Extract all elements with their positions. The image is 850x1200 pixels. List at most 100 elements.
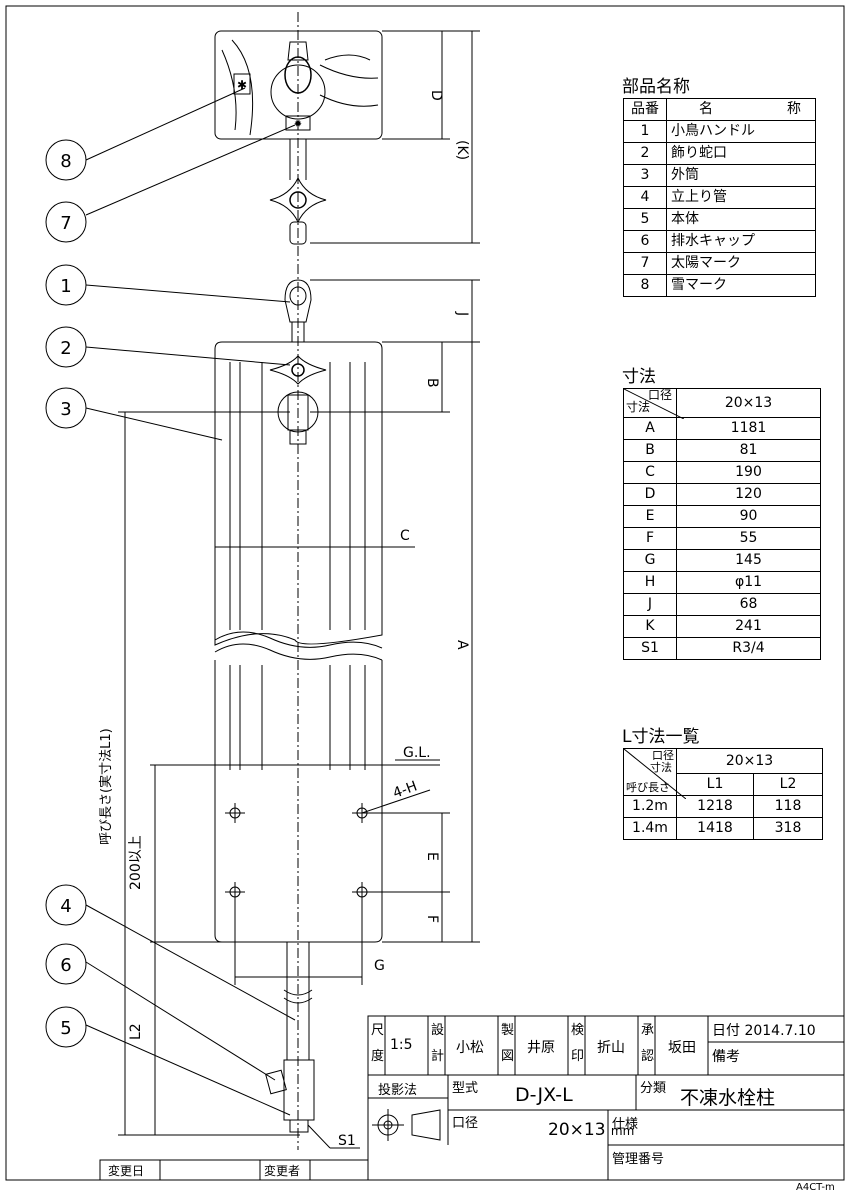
dim-K: (K) xyxy=(454,140,470,160)
callout-1: 1 xyxy=(60,276,71,297)
callout-6: 6 xyxy=(60,955,71,976)
part-no: 5 xyxy=(623,208,667,231)
dims-title: 寸法 xyxy=(622,367,656,387)
dim-key: E xyxy=(623,505,677,528)
dims-header-corner: 口径 寸法 xyxy=(623,388,684,419)
control-label: 管理番号 xyxy=(612,1152,665,1167)
model: D-JX-L xyxy=(515,1084,573,1106)
dim-L2: L2 xyxy=(128,1023,144,1040)
dim-D: D xyxy=(428,90,444,101)
model-label: 型式 xyxy=(452,1081,479,1096)
dim-nominal-length: 呼び長さ(実寸法L1) xyxy=(98,728,114,845)
dim-key: C xyxy=(623,461,677,484)
dim-key: B xyxy=(623,439,677,462)
dim-key: D xyxy=(623,483,677,506)
sheet-code: A4CT-m xyxy=(796,1182,835,1193)
l-row-l2: 118 xyxy=(753,795,823,818)
part-name: 排水キャップ xyxy=(666,230,816,253)
l-title: L寸法一覧 xyxy=(622,727,700,747)
dim-G: G xyxy=(374,958,385,974)
dim-value: 68 xyxy=(676,593,821,616)
changer-label: 変更者 xyxy=(264,1164,301,1178)
part-no: 4 xyxy=(623,186,667,209)
drawn-label: 製図 xyxy=(501,1023,515,1064)
drafter: 井原 xyxy=(527,1040,555,1056)
dim-F: F xyxy=(424,915,440,923)
dimensions xyxy=(118,30,480,1149)
designer: 小松 xyxy=(456,1040,484,1056)
dim-key: A xyxy=(623,417,677,440)
snow-mark-icon: ✱ xyxy=(237,78,247,92)
callout-8: 8 xyxy=(60,151,71,172)
dim-key: F xyxy=(623,527,677,550)
dim-value: 145 xyxy=(676,549,821,572)
l-header-l2: L2 xyxy=(753,773,823,796)
bore: 20×13 mm xyxy=(548,1120,635,1140)
ground-level: G.L. xyxy=(403,745,431,761)
dim-value: 81 xyxy=(676,439,821,462)
dim-value: R3/4 xyxy=(676,637,821,660)
callout-2: 2 xyxy=(60,338,71,359)
part-no: 7 xyxy=(623,252,667,275)
dim-key: G xyxy=(623,549,677,572)
title-block-lines xyxy=(99,1015,845,1181)
dim-value: 90 xyxy=(676,505,821,528)
l-header-corner: 口径 寸法 呼び長さ xyxy=(623,748,686,799)
dim-key: K xyxy=(623,615,677,638)
callout-4: 4 xyxy=(60,896,71,917)
callout-7: 7 xyxy=(60,213,71,234)
dim-value: 55 xyxy=(676,527,821,550)
dim-value: 190 xyxy=(676,461,821,484)
main-view xyxy=(214,279,383,1133)
part-no: 3 xyxy=(623,164,667,187)
part-name: 小鳥ハンドル xyxy=(666,120,816,143)
dim-J: J xyxy=(454,311,470,316)
remarks-label: 備考 xyxy=(712,1049,740,1065)
approve-label: 承認 xyxy=(641,1023,655,1064)
dim-B: B xyxy=(424,378,440,388)
part-name: 本体 xyxy=(666,208,816,231)
projection-label: 投影法 xyxy=(378,1083,418,1098)
part-no: 8 xyxy=(623,274,667,297)
callout-3: 3 xyxy=(60,399,71,420)
change-date-label: 変更日 xyxy=(108,1164,145,1178)
part-name: 雪マーク xyxy=(666,274,816,297)
parts-title: 部品名称 xyxy=(622,77,690,97)
l-row-l1: 1418 xyxy=(676,817,754,840)
class-label: 分類 xyxy=(640,1081,667,1096)
dims-header-value: 20×13 xyxy=(676,388,821,418)
callout-5: 5 xyxy=(60,1018,71,1039)
l-row-l2: 318 xyxy=(753,817,823,840)
dim-S1: S1 xyxy=(338,1133,356,1149)
part-no: 2 xyxy=(623,142,667,165)
dim-value: 1181 xyxy=(676,417,821,440)
design-label: 設計 xyxy=(431,1023,445,1064)
spec-label: 仕様 xyxy=(612,1117,639,1132)
callouts xyxy=(45,87,296,1116)
dim-key: H xyxy=(623,571,677,594)
dim-key: S1 xyxy=(623,637,677,660)
dim-C: C xyxy=(400,528,410,544)
l-row-name: 1.4m xyxy=(623,817,677,840)
dim-value: 241 xyxy=(676,615,821,638)
dim-4H: 4-H xyxy=(391,778,419,801)
parts-header-name: 名 称 xyxy=(666,98,816,121)
